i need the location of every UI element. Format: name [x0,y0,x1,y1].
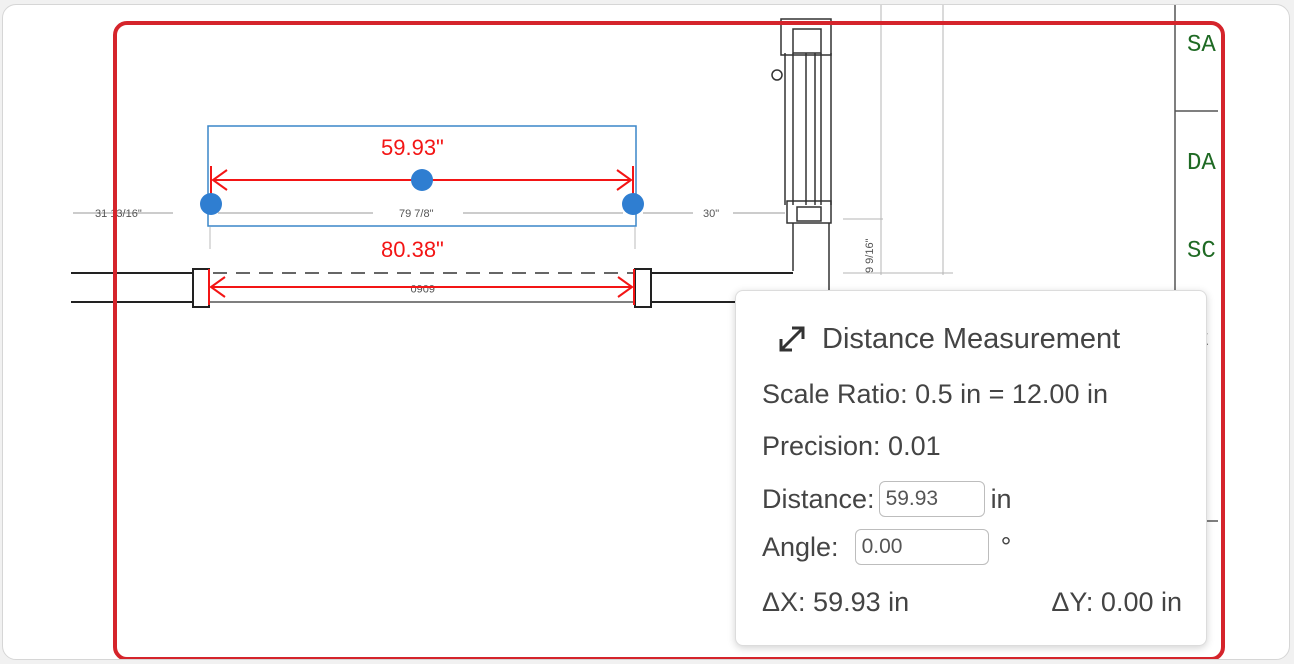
distance-input[interactable] [878,481,985,517]
measurement-end-handle[interactable] [622,193,644,215]
scale-ratio: Scale Ratio: 0.5 in = 12.00 in [762,379,1108,409]
title-block-label: DA [1187,150,1216,177]
measurement-top-label: 59.93" [381,135,444,160]
title-block-label: SA [1187,32,1216,59]
dimension-middle-label: 79 7/8" [399,208,434,220]
measurement-bottom[interactable] [208,269,635,305]
delta-row: ΔX: 59.93 in ΔY: 0.00 in [762,587,1182,618]
angle-label: Angle: [762,531,839,562]
distance-label: Distance: [762,483,875,514]
delta-x: ΔX: 59.93 in [762,587,910,617]
dimension-left-label: 31 13/16" [95,208,142,220]
panel-header: Distance Measurement [774,319,1120,359]
distance-row: Distance: in [762,481,1012,517]
panel-title: Distance Measurement [822,322,1121,355]
measurement-bottom-label: 80.38" [381,237,444,262]
angle-unit: ° [1000,531,1012,562]
wall [71,268,793,308]
window-detail [771,18,832,301]
vertical-dimension: 9 9/16" [864,238,876,273]
distance-measurement-panel: Distance Measurement Scale Ratio: 0.5 in… [735,290,1207,646]
measurement-middle-handle[interactable] [411,169,433,191]
measurement-start-handle[interactable] [200,193,222,215]
angle-input[interactable] [854,529,989,565]
diagonal-arrow-icon [779,326,805,352]
screenshot-frame: SA DA SC RE 9 9/16" [2,4,1290,660]
selection-box [207,125,637,227]
title-block-label: SC [1187,238,1216,265]
delta-y: ΔY: 0.00 in [1051,587,1182,617]
distance-unit: in [990,483,1012,514]
angle-row: Angle: ° [762,529,1011,565]
dimension-right-label: 30" [703,208,719,220]
precision: Precision: 0.01 [762,431,941,461]
